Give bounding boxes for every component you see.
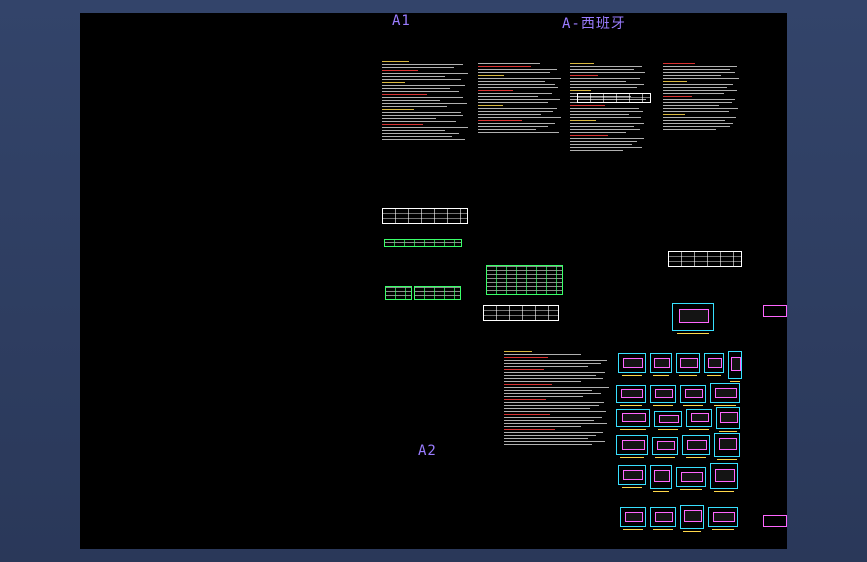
sheet-a2-detail-9 <box>710 383 740 406</box>
sheet-a1-notes-column-4 <box>663 63 743 253</box>
sheet-a2-detail-14 <box>616 435 648 458</box>
sheet-a2-detail-20 <box>676 467 706 490</box>
sheet-a2-detail-18 <box>618 465 646 488</box>
sheet-a2-detail-24 <box>680 505 704 532</box>
sheet-a2-detail-19 <box>650 465 672 492</box>
sheet-a2-detail-21 <box>710 463 738 492</box>
sheet-a2-detail-22 <box>620 507 646 530</box>
sheet-a2-detail-7 <box>650 385 676 406</box>
sheet-label-a2: A2 <box>418 443 437 459</box>
sheet-a2-detail-5 <box>728 351 742 382</box>
sheet-a2-detail-23 <box>650 507 676 530</box>
sheet-a2-detail-3 <box>676 353 700 376</box>
sheet-a2-detail-16 <box>682 435 710 458</box>
sheet-a1-notes-column-1 <box>382 61 472 331</box>
sheet-label-a1: A1 <box>392 13 411 29</box>
sheet-a1-title-stamp <box>763 305 787 317</box>
sheet-a2-detail-11 <box>654 411 682 430</box>
sheet-a2-detail-4 <box>704 353 724 376</box>
sheet-a1-table-4 <box>414 286 461 300</box>
sheet-a2-title-stamp <box>763 515 787 527</box>
sheet-a1-table-2 <box>384 239 462 247</box>
sheet-a2-detail-25 <box>708 507 738 530</box>
sheet-a1-table-6 <box>483 305 559 321</box>
sheet-a2-detail-2 <box>650 353 672 376</box>
sheet-a1-table-1 <box>382 208 468 224</box>
drawing-canvas[interactable]: A1 A-西班牙 A2 <box>80 13 787 549</box>
sheet-a2-detail-8 <box>680 385 706 406</box>
sheet-a2-notes-column <box>504 351 614 543</box>
sheet-a1-notes-column-2 <box>478 63 566 263</box>
sheet-a2-detail-15 <box>652 437 678 458</box>
sheet-a2-detail-13 <box>716 407 740 432</box>
sheet-a2-detail-1 <box>618 353 646 376</box>
sheet-a1-table-3 <box>385 286 412 300</box>
sheet-label-a-spain: A-西班牙 <box>562 16 626 32</box>
sheet-a1-arch-detail <box>672 303 714 334</box>
sheet-a2-detail-6 <box>616 385 646 406</box>
sheet-a1-table-5 <box>486 265 563 295</box>
sheet-a1-table-7 <box>577 93 651 103</box>
sheet-a2-detail-10 <box>616 409 650 430</box>
sheet-a2-detail-12 <box>686 409 712 430</box>
sheet-a1-table-8 <box>668 251 742 267</box>
sheet-a2-detail-17 <box>714 433 740 460</box>
